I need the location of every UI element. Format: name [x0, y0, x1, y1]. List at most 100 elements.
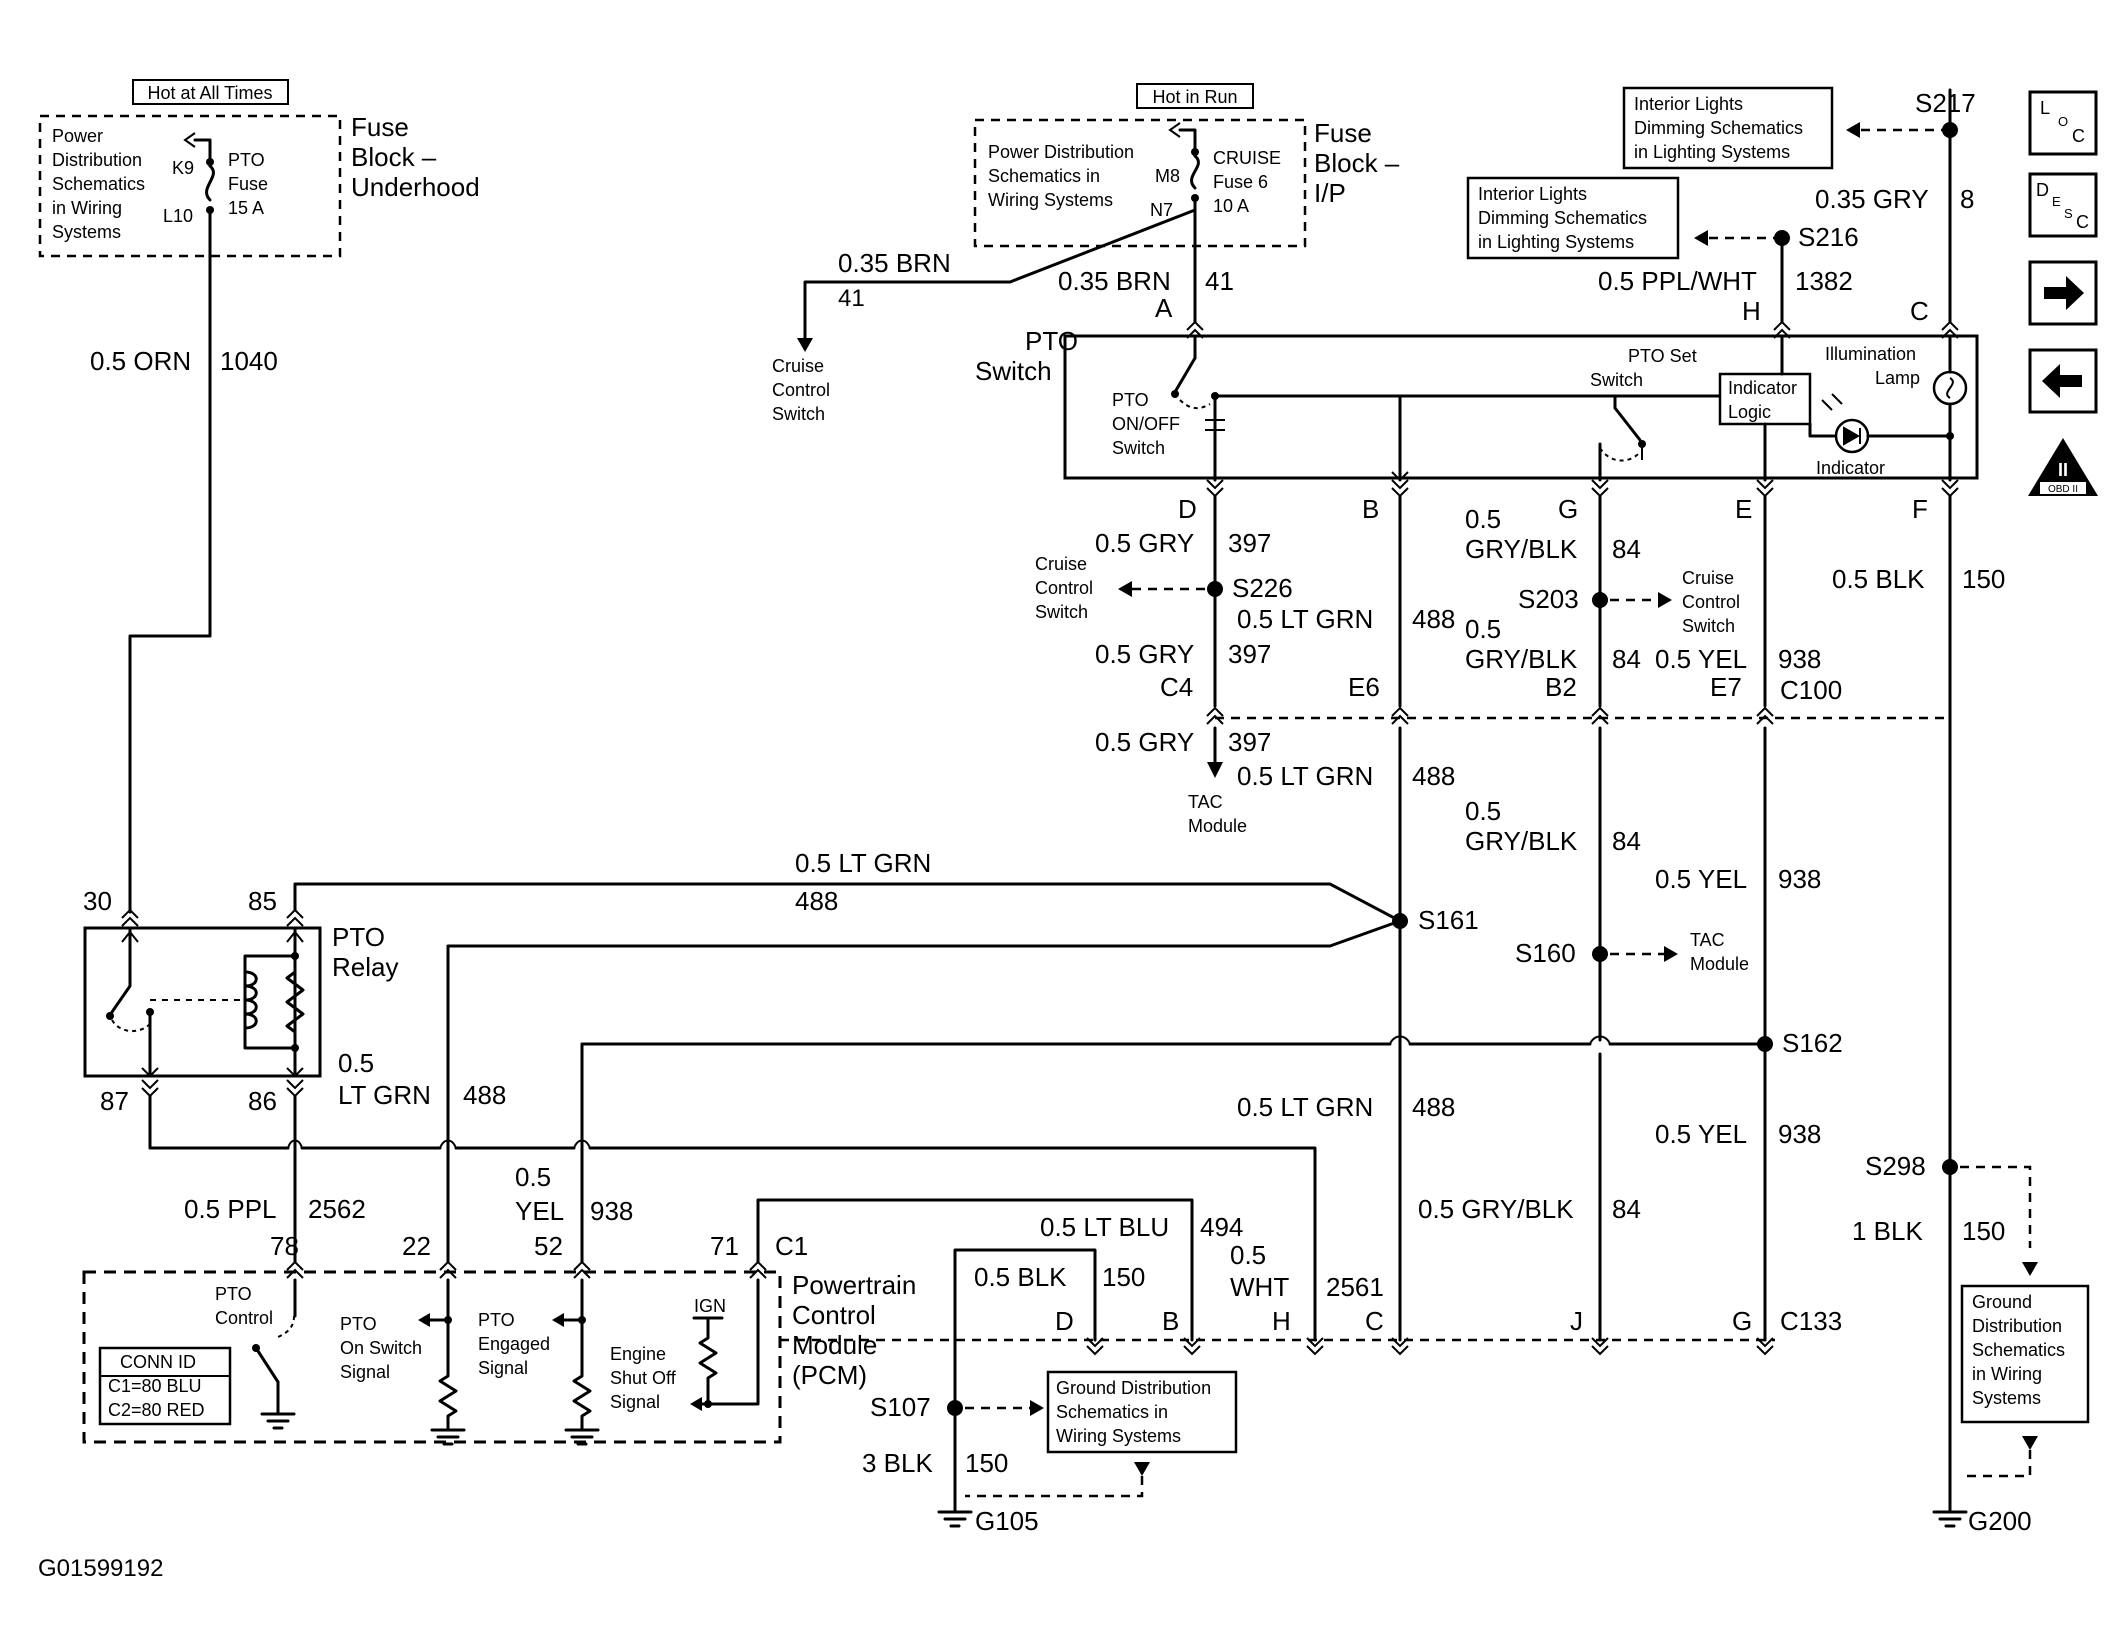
- nav-icons: L O C D E S C II OBD II: [2028, 90, 2098, 496]
- wire-label-05-gry-2: 0.5 GRY: [1095, 639, 1194, 669]
- pin-e: E: [1735, 494, 1752, 524]
- circuit-1040: 1040: [220, 346, 278, 376]
- wire-label-05-b: 0.5: [1465, 614, 1501, 644]
- power-distribution-note-ip: Power Distribution Schematics in Wiring …: [988, 142, 1139, 210]
- splice-label-s161: S161: [1418, 905, 1479, 935]
- pin-85: 85: [248, 886, 277, 916]
- splice-s107: [947, 1400, 963, 1416]
- relay-coil-symbol: [243, 970, 258, 1030]
- tac-module-ref-1: TAC Module: [1188, 792, 1247, 836]
- circuit-2562: 2562: [308, 1194, 366, 1224]
- splice-label-s160: S160: [1515, 938, 1576, 968]
- pin-c-pcm: C: [1365, 1306, 1384, 1336]
- splice-label-s298: S298: [1865, 1151, 1926, 1181]
- splice-s298: [1942, 1159, 1958, 1175]
- wire-label-05-gryblk-j: 0.5 GRY/BLK: [1418, 1194, 1574, 1224]
- circuit-397-1: 397: [1228, 528, 1271, 558]
- circuit-84-b: 84: [1612, 644, 1641, 674]
- tac-module-ref-2: TAC Module: [1690, 930, 1749, 974]
- pto-onoff-switch-contact: [1173, 356, 1197, 394]
- pin-d-pcm: D: [1055, 1306, 1074, 1336]
- wire-2561: [148, 1094, 1317, 1342]
- splice-label-s203: S203: [1518, 584, 1579, 614]
- circuit-150-f: 150: [1962, 564, 2005, 594]
- splice-label-s226: S226: [1232, 573, 1293, 603]
- splice-s216: [1774, 230, 1790, 246]
- wire-label-05-ltgrn-2: 0.5 LT GRN: [1237, 761, 1373, 791]
- pin-e6: E6: [1348, 672, 1380, 702]
- wire-label-05-blk-d: 0.5 BLK: [974, 1262, 1067, 1292]
- circuit-8: 8: [1960, 184, 1974, 214]
- wire-1040: [128, 212, 212, 914]
- splice-s217: [1942, 122, 1958, 138]
- wire-label-05-e: 0.5: [515, 1162, 551, 1192]
- splice-label-s162: S162: [1782, 1028, 1843, 1058]
- wire-label-05-ltgrn-1: 0.5 LT GRN: [1237, 604, 1373, 634]
- ground-label-g200: G200: [1968, 1506, 2032, 1536]
- circuit-150-d: 150: [1102, 1262, 1145, 1292]
- pto-set-switch-contact: [1613, 394, 1642, 442]
- circuit-84-c: 84: [1612, 826, 1641, 856]
- pin-h-top: H: [1742, 296, 1761, 326]
- wire-label-05-blk-f: 0.5 BLK: [1832, 564, 1925, 594]
- desc-icon: D E S C: [2036, 180, 2089, 232]
- pto-switch-assembly: PTO Switch PTO ON/OFF Switch PTO Set Sw: [975, 320, 1979, 498]
- indicator-label: Indicator: [1816, 458, 1885, 478]
- splice-label-s216: S216: [1798, 222, 1859, 252]
- desc-button[interactable]: [2028, 172, 2098, 238]
- wire-41-b: [803, 208, 1197, 344]
- wire-488-pcm22: [446, 919, 1402, 1264]
- pin-k9: K9: [172, 158, 194, 178]
- fuse-block-ip-label: Fuse Block – I/P: [1314, 118, 1407, 208]
- pto-onoff-switch-label: PTO ON/OFF Switch: [1112, 390, 1185, 458]
- connector-c133: C133: [1780, 1306, 1842, 1336]
- circuit-488-d: 488: [463, 1080, 506, 1110]
- loc-button[interactable]: [2028, 90, 2098, 156]
- circuit-150-1: 150: [1962, 1216, 2005, 1246]
- circuit-41-a: 41: [838, 285, 865, 312]
- wire-label-yel-e: YEL: [515, 1196, 564, 1226]
- circuit-2561: 2561: [1326, 1272, 1384, 1302]
- pin-m8: M8: [1155, 166, 1180, 186]
- power-distribution-note: Power Distribution Schematics in Wiring …: [52, 126, 150, 242]
- pto-control-switch: [254, 1346, 280, 1384]
- wire-label-05-a: 0.5: [1465, 504, 1501, 534]
- loc-icon: L O C: [2040, 98, 2085, 146]
- pin-87: 87: [100, 1086, 129, 1116]
- splice-s226: [1207, 581, 1223, 597]
- splice-s160: [1592, 946, 1608, 962]
- wire-label-05-ltblu: 0.5 LT BLU: [1040, 1212, 1169, 1242]
- arrow-right-icon: [2044, 276, 2084, 310]
- pto-on-switch-signal-label: PTO On Switch Signal: [340, 1314, 427, 1382]
- circuit-938-2: 938: [1778, 864, 1821, 894]
- splice-s203: [1592, 592, 1608, 608]
- circuit-84-j: 84: [1612, 1194, 1641, 1224]
- ign-label: IGN: [694, 1296, 726, 1316]
- pin-71: 71: [710, 1231, 739, 1261]
- circuit-488-4: 488: [1412, 1092, 1455, 1122]
- wire-label-05-c: 0.5: [1465, 796, 1501, 826]
- circuit-938-e: 938: [590, 1196, 633, 1226]
- circuit-488-2: 488: [1412, 761, 1455, 791]
- wire-488-relay85: [293, 882, 1402, 923]
- wire-label-035-brn-b: 0.35 BRN: [1058, 266, 1171, 296]
- cruise-control-switch-ref-3: Cruise Control Switch: [1682, 568, 1745, 636]
- circuit-150-3: 150: [965, 1448, 1008, 1478]
- wire-label-3-blk: 3 BLK: [862, 1448, 933, 1478]
- splice-label-s107: S107: [870, 1392, 931, 1422]
- pin-52: 52: [534, 1231, 563, 1261]
- ground-distribution-note-2: Ground Distribution Schematics in Wiring…: [1972, 1292, 2070, 1408]
- fuse-block-ip: Hot in Run Power Distribution Schematics…: [973, 83, 1407, 248]
- wire-label-05-pplwht: 0.5 PPL/WHT: [1598, 266, 1757, 296]
- circuit-938-1: 938: [1778, 644, 1821, 674]
- conn-id-table: CONN ID C1=80 BLU C2=80 RED: [108, 1352, 207, 1420]
- wire-150-d: [953, 1248, 1097, 1512]
- circuit-938-3: 938: [1778, 1119, 1821, 1149]
- pin-n7: N7: [1150, 200, 1173, 220]
- wire-label-035-gry: 0.35 GRY: [1815, 184, 1929, 214]
- pto-control-label: PTO Control: [215, 1284, 273, 1328]
- pin-g: G: [1558, 494, 1578, 524]
- wire-label-035-brn-a: 0.35 BRN: [838, 248, 951, 278]
- cruise-control-switch-ref-2: Cruise Control Switch: [1035, 554, 1098, 622]
